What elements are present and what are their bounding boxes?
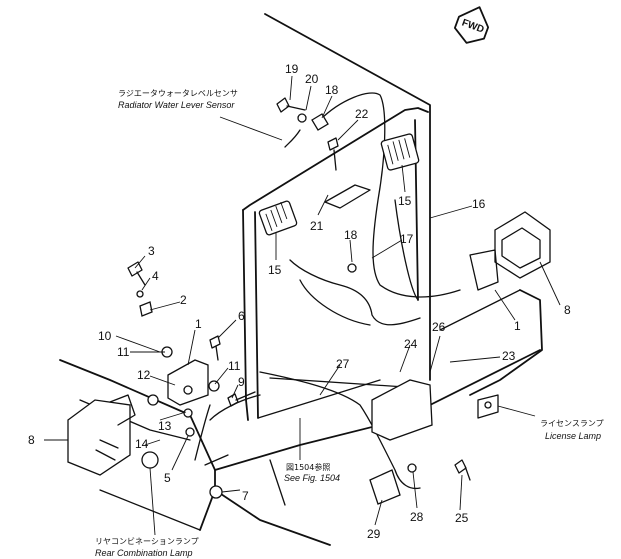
bolt-3 xyxy=(127,261,146,286)
callout-28: 28 xyxy=(410,510,424,524)
lower-body xyxy=(59,289,543,546)
bracket-left xyxy=(147,359,209,437)
callout-27: 27 xyxy=(336,357,350,371)
work-lamp-right xyxy=(380,133,420,171)
clip-28 xyxy=(407,463,417,473)
see-fig-jp: 図1504参照 xyxy=(286,462,330,472)
rear-combination-lamp xyxy=(67,394,159,476)
callout-4: 4 xyxy=(152,269,159,283)
callout-7: 7 xyxy=(242,489,249,503)
bolt-25 xyxy=(454,459,471,481)
callout-2: 2 xyxy=(180,293,187,307)
callout-23: 23 xyxy=(502,349,516,363)
captions: ラジエータウォータレベルセンサ Radiator Water Lever Sen… xyxy=(95,89,604,558)
rear-lamp-en: Rear Combination Lamp xyxy=(95,548,193,558)
bolt-19 xyxy=(276,97,306,113)
callout-6: 6 xyxy=(238,309,245,323)
washer-4 xyxy=(136,290,144,298)
callout-16: 16 xyxy=(472,197,486,211)
grommet-11 xyxy=(161,346,220,392)
callout-14: 14 xyxy=(135,437,149,451)
callout-17: 17 xyxy=(400,232,414,246)
callout-20: 20 xyxy=(305,72,319,86)
license-bracket xyxy=(371,379,499,441)
callout-1-right: 1 xyxy=(514,319,521,333)
callout-18-lower: 18 xyxy=(344,228,358,242)
radiator-sensor-en: Radiator Water Lever Sensor xyxy=(118,100,235,110)
callout-22: 22 xyxy=(355,107,369,121)
callout-24: 24 xyxy=(404,337,418,351)
see-fig-en: See Fig. 1504 xyxy=(284,473,340,483)
callout-15-right: 15 xyxy=(398,194,412,208)
fwd-label: FWD xyxy=(460,17,485,35)
leader-lines xyxy=(44,75,561,536)
callout-5: 5 xyxy=(164,471,171,485)
callout-10: 10 xyxy=(98,329,112,343)
callout-8-left: 8 xyxy=(28,433,35,447)
clip-18-lower xyxy=(347,263,357,273)
callout-25: 25 xyxy=(455,511,469,525)
callout-9: 9 xyxy=(238,375,245,389)
clip-2 xyxy=(139,301,153,317)
callout-19: 19 xyxy=(285,62,299,76)
callout-numbers: 19 20 18 22 21 15 15 16 17 18 3 4 2 6 1 … xyxy=(28,62,571,541)
callout-8-right: 8 xyxy=(564,303,571,317)
callout-21: 21 xyxy=(310,219,324,233)
radiator-sensor-jp: ラジエータウォータレベルセンサ xyxy=(118,89,238,98)
callout-1-left: 1 xyxy=(195,317,202,331)
bolt-6 xyxy=(209,335,221,361)
license-lamp-en: License Lamp xyxy=(545,431,601,441)
callout-15-left: 15 xyxy=(268,263,282,277)
callout-11-right: 11 xyxy=(228,359,241,373)
work-lamp-left xyxy=(258,200,298,236)
bolt-22 xyxy=(327,137,339,171)
license-lamp-jp: ライセンスランプ xyxy=(540,419,604,428)
connector-29 xyxy=(369,469,401,505)
callout-12: 12 xyxy=(137,368,151,382)
rear-lamp-jp: リヤコンビネーションランプ xyxy=(95,537,199,546)
callout-13: 13 xyxy=(158,419,172,433)
bolt-9 xyxy=(227,391,256,407)
sensor-18 xyxy=(284,113,329,148)
nut-7 xyxy=(209,485,223,499)
cab-panel xyxy=(242,13,431,421)
callout-18: 18 xyxy=(325,83,339,97)
callout-26: 26 xyxy=(432,320,446,334)
callout-29: 29 xyxy=(367,527,381,541)
side-lamp-right xyxy=(469,211,551,291)
callout-3: 3 xyxy=(148,244,155,258)
fwd-arrow: FWD xyxy=(453,6,490,44)
callout-11-left: 11 xyxy=(117,345,130,359)
